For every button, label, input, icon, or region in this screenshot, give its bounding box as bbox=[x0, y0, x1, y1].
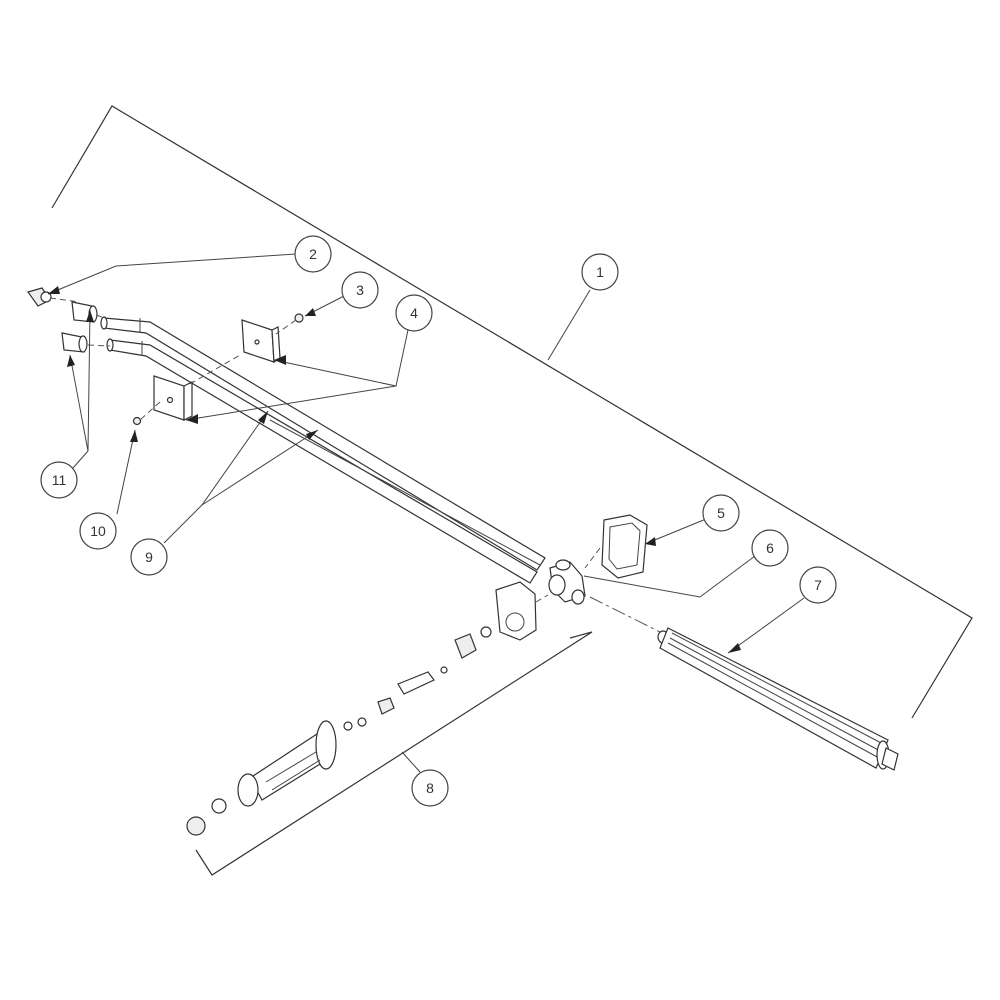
svg-text:8: 8 bbox=[426, 780, 434, 796]
svg-text:7: 7 bbox=[814, 577, 822, 593]
assembly-bracket-8 bbox=[195, 631, 593, 876]
svg-text:2: 2 bbox=[309, 246, 317, 262]
part-5-frame bbox=[584, 514, 648, 579]
lance-tubes bbox=[100, 316, 546, 584]
svg-text:9: 9 bbox=[145, 549, 153, 565]
part-7-grip-tube bbox=[589, 596, 899, 771]
callout-10: 10 bbox=[79, 512, 117, 550]
svg-text:6: 6 bbox=[766, 540, 774, 556]
callout-5: 5 bbox=[702, 494, 740, 532]
part-4-clamp-upper bbox=[241, 319, 281, 364]
callout-11: 11 bbox=[40, 461, 78, 499]
svg-text:5: 5 bbox=[717, 505, 725, 521]
svg-text:1: 1 bbox=[596, 264, 604, 280]
callout-4: 4 bbox=[395, 294, 433, 332]
assembly-bracket-1 bbox=[51, 105, 973, 719]
callout-2: 2 bbox=[294, 235, 332, 273]
part-3-screw bbox=[275, 313, 304, 335]
part-8-handle-grip bbox=[186, 720, 337, 836]
svg-text:3: 3 bbox=[356, 282, 364, 298]
callout-6: 6 bbox=[751, 529, 789, 567]
part-8-trigger-housing bbox=[495, 581, 549, 641]
leader-lines bbox=[47, 253, 805, 654]
part-4-clamp-lower bbox=[139, 354, 241, 421]
part-6-tee-fitting bbox=[548, 559, 586, 605]
callout-3: 3 bbox=[341, 271, 379, 309]
svg-text:11: 11 bbox=[52, 472, 67, 488]
callout-7: 7 bbox=[799, 566, 837, 604]
part-2-nozzle-fitting bbox=[27, 287, 81, 307]
part-8-valve-stack bbox=[343, 626, 492, 731]
part-10-screw bbox=[132, 416, 142, 426]
arrow-heads bbox=[48, 286, 741, 653]
callout-9: 9 bbox=[130, 538, 168, 576]
callout-8: 8 bbox=[411, 769, 449, 807]
svg-text:10: 10 bbox=[90, 523, 106, 539]
svg-text:4: 4 bbox=[410, 305, 418, 321]
callout-1: 1 bbox=[581, 253, 619, 291]
